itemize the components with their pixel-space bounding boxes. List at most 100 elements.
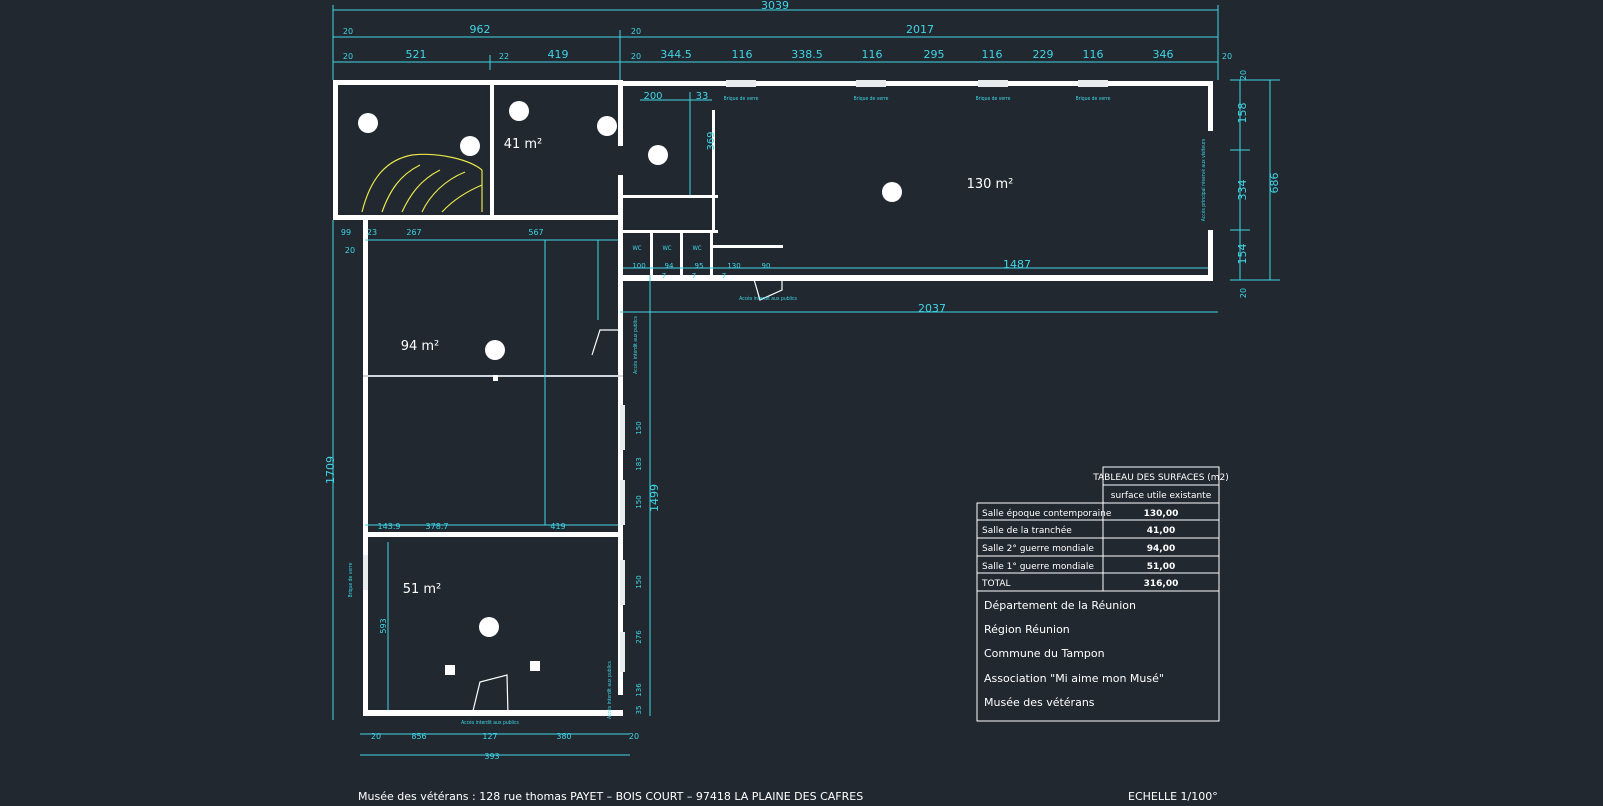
info-line-2: Région Réunion (984, 623, 1070, 636)
dim-136: 136 (635, 683, 643, 697)
side-windows (363, 405, 625, 672)
dim-116a: 116 (732, 48, 753, 61)
no-access-label-2: Accès interdit aux publics (461, 719, 519, 726)
table-row-value-total: 316,00 (1144, 579, 1179, 589)
dim-total-width: 3039 (761, 0, 789, 12)
glass-bricks (726, 80, 1108, 87)
dim-338: 338.5 (791, 48, 823, 61)
glass-brick-label-4: Brique de verre (1076, 96, 1111, 102)
surface-table-text: TABLEAU DES SURFACES (m2) surface utile … (981, 473, 1229, 709)
dim-90: 90 (762, 262, 771, 270)
glass-brick-label-1: Brique de verre (724, 96, 759, 102)
dim-116d: 116 (1083, 48, 1104, 61)
table-row-value-1: 130,00 (1144, 509, 1179, 519)
table-header: TABLEAU DES SURFACES (m2) (1092, 473, 1229, 483)
surface-table (976, 466, 1220, 722)
dim-856: 856 (411, 732, 426, 741)
dim-346: 346 (1153, 48, 1174, 61)
dim-35: 35 (635, 706, 643, 715)
dim-20-right-bottom: 20 (1239, 288, 1248, 298)
dim-276: 276 (635, 630, 643, 644)
dim-20-bottom-b: 20 (629, 732, 639, 741)
dim-100: 100 (632, 262, 645, 270)
room-area-94: 94 m² (401, 339, 440, 354)
dim-20d: 20 (631, 52, 641, 61)
dim-20c: 20 (343, 52, 353, 61)
dim-99: 99 (341, 228, 351, 237)
dim-20a: 20 (343, 27, 353, 36)
wc-label-3: WC (692, 245, 701, 252)
table-row-value-4: 51,00 (1147, 562, 1175, 572)
dim-23: 23 (367, 228, 377, 237)
table-row-value-2: 41,00 (1147, 526, 1175, 536)
dim-419b: 419 (550, 522, 565, 531)
info-line-5: Musée des vétérans (984, 696, 1095, 709)
dimension-lines (332, 5, 1280, 756)
dim-378: 378.7 (426, 522, 449, 531)
glass-brick-label-2: Brique de verre (854, 96, 889, 102)
dim-150c: 150 (635, 575, 643, 588)
dim-7c: 7 (722, 272, 726, 280)
trench-shape (361, 153, 483, 213)
dim-95: 95 (695, 262, 704, 270)
level-markers (358, 101, 902, 637)
dim-393: 393 (484, 752, 499, 761)
room-area-130: 130 m² (967, 177, 1014, 192)
dim-1487: 1487 (1003, 258, 1031, 271)
dim-229: 229 (1033, 48, 1054, 61)
dimension-texts: 3039 962 2017 20 20 20 521 22 419 20 344… (324, 0, 1281, 761)
dim-130: 130 (727, 262, 740, 270)
dim-left-width: 962 (470, 23, 491, 36)
openings (620, 146, 623, 175)
table-row-value-3: 94,00 (1147, 544, 1175, 554)
small-labels: WC WC WC Brique de verre Brique de verre… (348, 96, 1207, 726)
dim-154: 154 (1236, 244, 1249, 265)
no-access-label-1: Accès interdit aux publics (739, 295, 797, 302)
glass-brick-label-side: Brique de verre (348, 562, 354, 597)
room-area-41: 41 m² (504, 137, 543, 152)
dim-20e: 20 (1222, 52, 1232, 61)
door-swings (471, 275, 783, 716)
table-row-name-3: Salle 2° guerre mondiale (982, 544, 1094, 554)
dim-7b: 7 (692, 272, 696, 280)
dim-1709: 1709 (324, 456, 337, 484)
footer-address: Musée des vétérans : 128 rue thomas PAYE… (358, 790, 863, 803)
dim-20-mid: 20 (345, 246, 355, 255)
dim-33: 33 (696, 91, 709, 102)
dim-344: 344.5 (660, 48, 692, 61)
dim-267: 267 (406, 228, 421, 237)
dim-2037: 2037 (918, 302, 946, 315)
walls (333, 80, 1213, 716)
dim-94: 94 (665, 262, 674, 270)
dim-22: 22 (499, 52, 509, 61)
dim-right-width: 2017 (906, 23, 934, 36)
dim-593: 593 (379, 618, 388, 633)
dim-7a: 7 (662, 272, 666, 280)
dim-380: 380 (556, 732, 571, 741)
room-area-51: 51 m² (403, 582, 442, 597)
info-line-3: Commune du Tampon (984, 647, 1105, 660)
no-access-label-3: Accès interdit aux publics (632, 315, 639, 373)
dim-183: 183 (635, 457, 643, 470)
footer-scale: ECHELLE 1/100° (1128, 790, 1218, 803)
no-access-label-4: Accès interdit aux publics (606, 660, 613, 718)
dim-143: 143.9 (378, 522, 401, 531)
table-row-name-total: TOTAL (981, 579, 1011, 589)
dim-1499: 1499 (648, 484, 661, 512)
dim-334: 334 (1236, 180, 1249, 201)
table-row-name-4: Salle 1° guerre mondiale (982, 562, 1094, 572)
dim-116c: 116 (982, 48, 1003, 61)
table-row-name-1: Salle époque contemporaine (982, 508, 1112, 519)
dim-20-bottom-a: 20 (371, 732, 381, 741)
dim-150b: 150 (635, 495, 643, 508)
dim-127: 127 (482, 732, 497, 741)
dim-116b: 116 (862, 48, 883, 61)
dim-686: 686 (1268, 173, 1281, 194)
info-line-1: Département de la Réunion (984, 599, 1136, 612)
dim-419: 419 (548, 48, 569, 61)
table-subheader: surface utile existante (1111, 491, 1212, 501)
dim-20b: 20 (631, 27, 641, 36)
dim-369: 369 (706, 131, 717, 150)
table-row-name-2: Salle de la tranchée (982, 525, 1072, 536)
